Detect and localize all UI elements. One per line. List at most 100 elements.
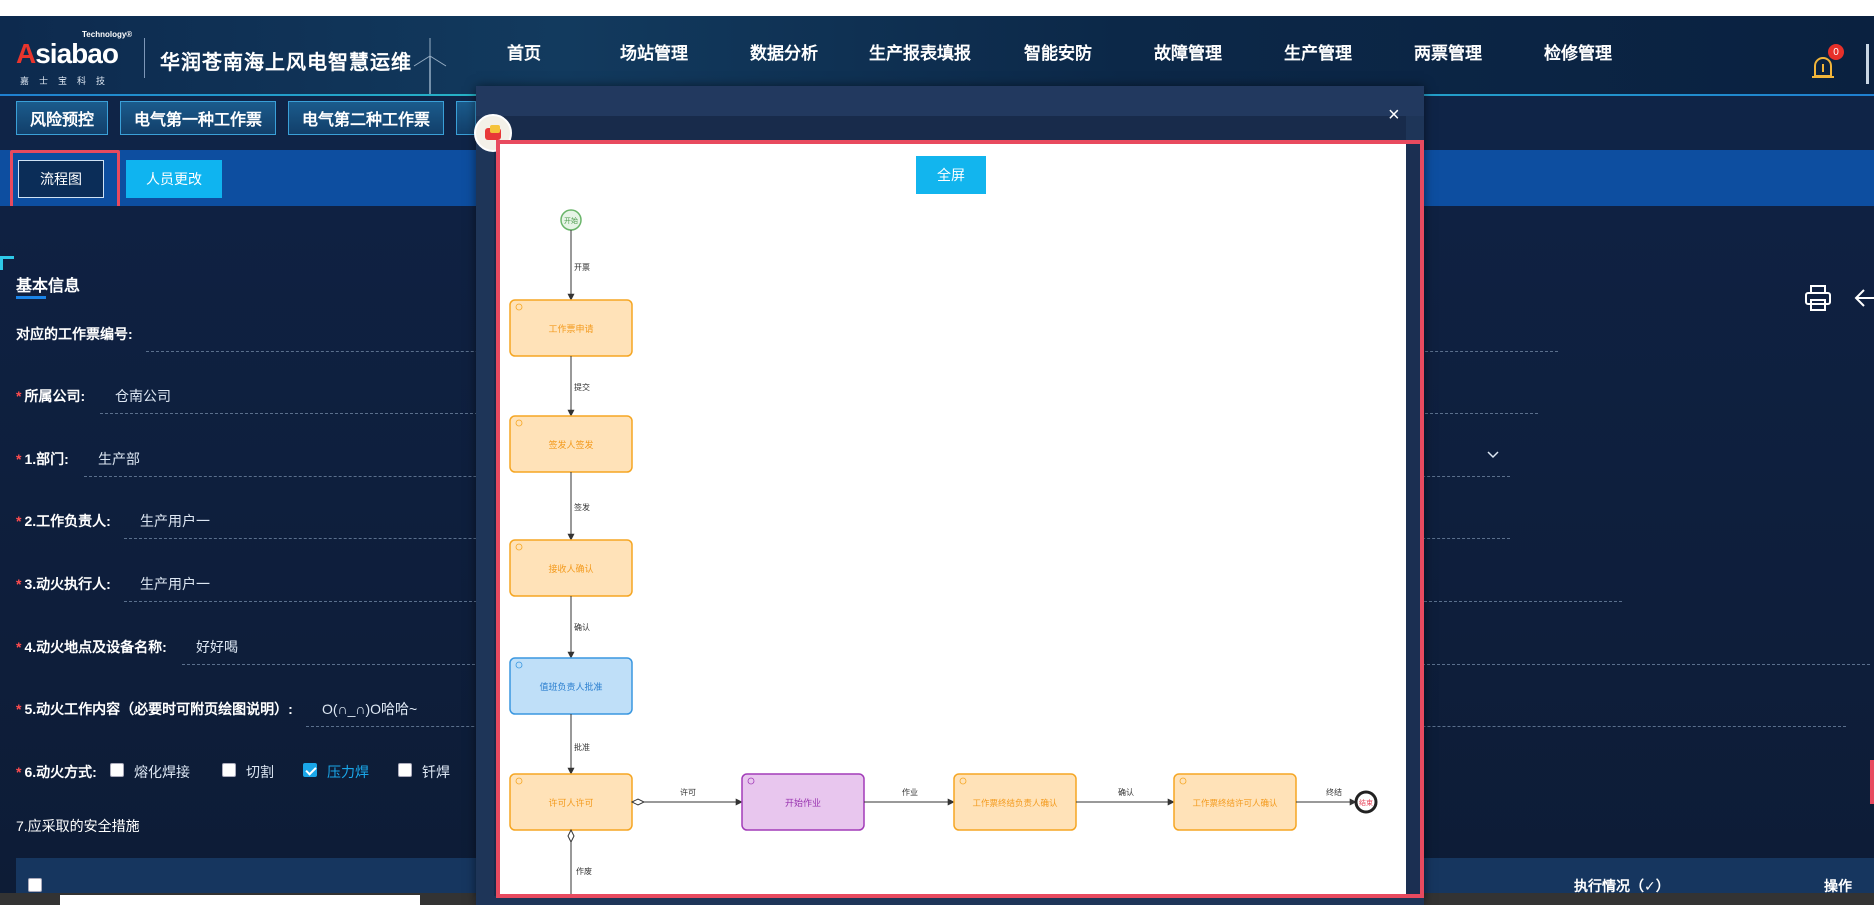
flow-edge-label: 作业 — [902, 787, 918, 797]
section-title: 基本信息 — [16, 278, 81, 295]
checkbox-method-pressure[interactable] — [303, 763, 317, 777]
flow-start-label: 开始 — [564, 216, 578, 225]
nav-tab-label: 首页 — [507, 43, 541, 64]
nav-tab-station[interactable]: 场站管理 — [598, 32, 710, 70]
field-label-executor: *3.动火执行人: — [16, 576, 111, 592]
field-value-dept[interactable]: 生产部 — [98, 451, 140, 467]
nav-tab-label: 生产管理 — [1284, 43, 1352, 64]
flow-edge-label: 提交 — [574, 382, 590, 392]
nav-tab-label: 生产报表填报 — [869, 43, 971, 64]
app-title: 华润苍南海上风电智慧运维 — [160, 52, 412, 74]
logo-divider — [144, 38, 145, 78]
flow-node-label: 许可人许可 — [548, 797, 593, 809]
logo-accent: A — [16, 38, 36, 69]
logo-word: siabao — [35, 38, 119, 69]
flow-canvas: 开始 开票 工作票申请 提交 签发人签发 签发 接收人确认 确认 值班负责人批准… — [500, 144, 1406, 894]
change-person-button[interactable]: 人员更改 — [126, 160, 222, 198]
field-input-ticket-no[interactable] — [146, 320, 476, 350]
modal-avatar-icon — [474, 114, 512, 152]
subtab-more[interactable] — [456, 101, 476, 135]
nav-tab-label: 数据分析 — [750, 43, 818, 64]
nav-tab-production[interactable]: 生产管理 — [1262, 32, 1374, 70]
flow-node-label: 开始作业 — [785, 797, 821, 809]
field-label-company: *所属公司: — [16, 388, 86, 404]
close-icon[interactable]: × — [1388, 104, 1400, 126]
modal-titlebar — [476, 86, 1424, 116]
flow-edge-label: 作废 — [576, 866, 592, 876]
user-task-icons — [515, 303, 1187, 785]
nav-tab-home[interactable]: 首页 — [468, 32, 580, 70]
scroll-track[interactable] — [60, 895, 420, 905]
nav-tab-label: 检修管理 — [1544, 43, 1612, 64]
field-label-leader: *2.工作负责人: — [16, 513, 111, 529]
header-edge — [1866, 44, 1869, 84]
brand-logo: Technology® Asiabao 嘉士宝科技 — [16, 30, 132, 86]
chevron-down-icon[interactable] — [1486, 450, 1500, 460]
logo-subtitle: 嘉士宝科技 — [20, 76, 116, 86]
logo-tech: Technology® — [82, 30, 133, 39]
flow-chart-button[interactable]: 流程图 — [18, 160, 104, 198]
safety-measures-title: 7.应采取的安全措施 — [16, 818, 140, 834]
print-icon[interactable] — [1804, 284, 1832, 312]
nav-tab-report[interactable]: 生产报表填报 — [858, 32, 982, 70]
nav-tab-fault[interactable]: 故障管理 — [1132, 32, 1244, 70]
user-task-icon — [515, 661, 523, 669]
flow-edge-label: 许可 — [680, 787, 696, 797]
checkbox-method-fusion[interactable] — [110, 763, 124, 777]
canvas-highlight — [496, 140, 1424, 898]
nav-tab-analysis[interactable]: 数据分析 — [728, 32, 840, 70]
back-arrow-icon[interactable] — [1852, 286, 1874, 310]
wind-turbine-icon — [413, 38, 447, 96]
field-value-company[interactable]: 仓南公司 — [115, 388, 171, 404]
flow-end-node[interactable] — [1354, 790, 1378, 814]
field-value-content[interactable]: O(∩_∩)O哈哈~ — [322, 701, 418, 717]
fullscreen-button[interactable]: 全屏 — [916, 156, 986, 194]
field-value-executor[interactable]: 生产用户一 — [140, 576, 210, 592]
flow-edge-label: 终结 — [1326, 787, 1342, 797]
nav-tab-label: 智能安防 — [1024, 43, 1092, 64]
flow-end-label: 结束 — [1359, 798, 1373, 807]
field-value-leader[interactable]: 生产用户一 — [140, 513, 210, 529]
checkbox-label: 熔化焊接 — [134, 764, 190, 780]
flow-node-label: 签发人签发 — [548, 439, 593, 451]
checkbox-label: 切割 — [246, 764, 274, 780]
flow-diagram: 开始 开票 工作票申请 提交 签发人签发 签发 接收人确认 确认 值班负责人批准… — [509, 209, 1378, 894]
subtab-electric-1[interactable]: 电气第一种工作票 — [120, 101, 276, 135]
checkbox-method-braze[interactable] — [398, 763, 412, 777]
app-header: Technology® Asiabao 嘉士宝科技 华润苍南海上风电智慧运维 首… — [0, 16, 1874, 96]
corner-mark — [0, 256, 14, 270]
flow-node-label: 值班负责人批准 — [539, 681, 602, 693]
nav-tab-label: 故障管理 — [1154, 43, 1222, 64]
nav-tab-label: 场站管理 — [620, 43, 688, 64]
flow-node-label: 工作票申请 — [548, 323, 593, 335]
field-value-location[interactable]: 好好喝 — [196, 639, 238, 655]
flow-edge-label: 批准 — [574, 742, 590, 752]
field-label-ticket-no: 对应的工作票编号: — [16, 326, 133, 342]
field-label-location: *4.动火地点及设备名称: — [16, 639, 167, 655]
flow-node-label: 接收人确认 — [548, 563, 593, 575]
user-task-icon — [747, 777, 755, 785]
nav-tab-label: 两票管理 — [1414, 43, 1482, 64]
flow-edge-label: 确认 — [1118, 787, 1134, 797]
flow-edge-label: 签发 — [574, 502, 590, 512]
checkbox-method-cut[interactable] — [222, 763, 236, 777]
nav-tab-tickets[interactable]: 两票管理 — [1392, 32, 1504, 70]
logo-text: Asiabao — [16, 38, 119, 70]
field-label-content: *5.动火工作内容（必要时可附页绘图说明）: — [16, 701, 293, 717]
nav-tab-maintenance[interactable]: 检修管理 — [1522, 32, 1634, 70]
field-label-dept: *1.部门: — [16, 451, 69, 467]
checkbox-label: 压力焊 — [327, 764, 369, 780]
section-underline — [16, 296, 46, 299]
alarm-icon[interactable] — [1810, 52, 1836, 80]
top-strip — [0, 0, 1874, 16]
select-all-checkbox[interactable] — [28, 878, 42, 892]
th-exec: 执行情况（✓） — [1574, 878, 1670, 894]
nav-tab-security[interactable]: 智能安防 — [1002, 32, 1114, 70]
subtab-risk[interactable]: 风险预控 — [16, 101, 108, 135]
th-op: 操作 — [1824, 878, 1852, 894]
right-edge-marker — [1870, 760, 1874, 804]
field-label-method: *6.动火方式: — [16, 764, 97, 780]
flow-edge-label: 确认 — [574, 622, 590, 632]
canvas-edge — [1406, 144, 1420, 894]
subtab-electric-2[interactable]: 电气第二种工作票 — [288, 101, 444, 135]
